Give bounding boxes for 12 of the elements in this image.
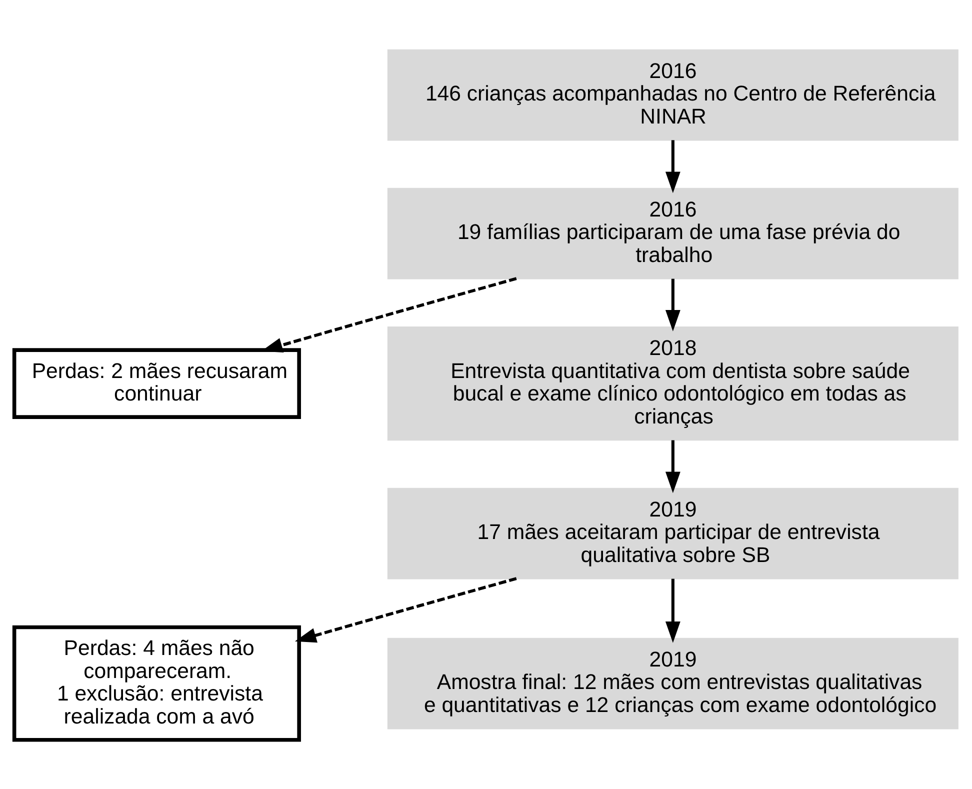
arrow: [665, 578, 680, 642]
node-box: Perdas: 4 mães não compareceram. 1 exclusão: entrevista realizada com a avó: [12, 624, 301, 742]
arrow: [294, 576, 517, 642]
node-box: Perdas: 2 mães recusaram continuar: [12, 348, 301, 418]
arrow: [665, 140, 680, 193]
node-box: 2019 17 mães aceitaram participar de entrevista qualitativa sobre SB: [387, 487, 958, 579]
arrow: [665, 278, 680, 331]
node-box: 2018 Entrevista quantitativa com dentista sobre saúde bucal e exame clínico odontológico em todas as crianças: [387, 326, 958, 440]
node-box: 2016 19 famílias participaram de uma fase prévia do trabalho: [387, 187, 958, 279]
node-box: 2016 146 crianças acompanhadas no Centro de Referência NINAR: [387, 48, 958, 140]
node-box: 2019 Amostra final: 12 mães com entrevistas qualitativas e quantitativas e 12 crianças com exame odontológico: [387, 637, 958, 729]
arrow: [665, 440, 680, 493]
